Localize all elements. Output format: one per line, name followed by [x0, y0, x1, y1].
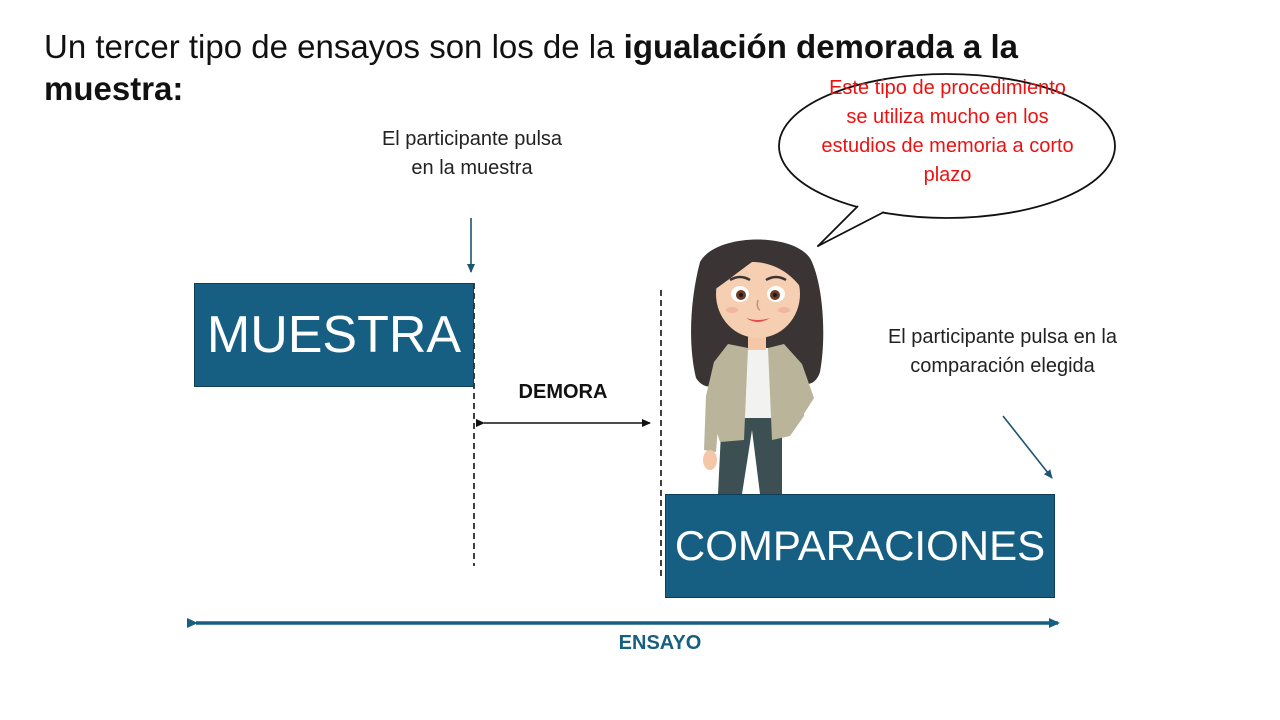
comparisons-box-label: COMPARACIONES [674, 522, 1046, 569]
slide-title: Un tercer tipo de ensayos son los de la … [44, 26, 1164, 110]
speech-bubble-text: Este tipo de procedimiento se utiliza mu… [821, 77, 1074, 186]
sample-press-note: El participante pulsa en la muestra [381, 128, 563, 179]
title-regular: Un tercer tipo de ensayos son los de la [44, 28, 624, 65]
comparisons-box: COMPARACIONES [665, 494, 1055, 598]
delay-label: DEMORA [518, 381, 608, 403]
comparison-press-note: El participante pulsa en la comparación … [887, 326, 1118, 377]
title-bold: igualación demorada a la muestra: [44, 28, 1018, 107]
sample-box: MUESTRA [194, 283, 474, 387]
sample-box-label: MUESTRA [206, 306, 462, 364]
comparison-press-arrow [1002, 415, 1053, 479]
speech-bubble [778, 73, 1116, 247]
woman-illustration [691, 239, 824, 494]
trial-label: ENSAYO [618, 632, 702, 654]
